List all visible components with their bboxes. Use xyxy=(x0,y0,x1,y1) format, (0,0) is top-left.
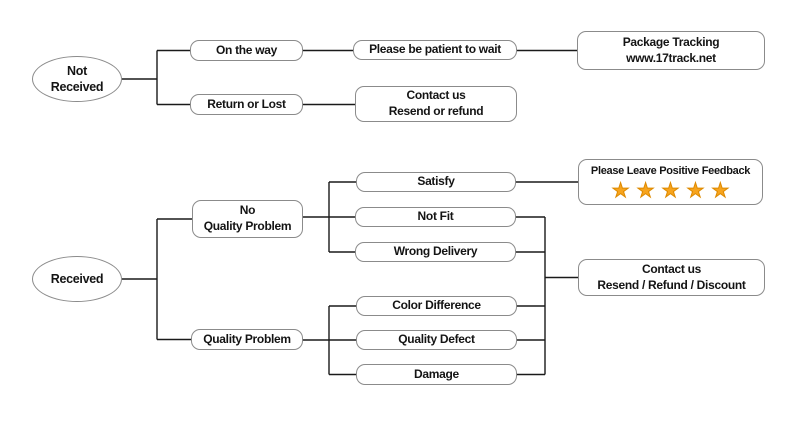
node-wrong-delivery: Wrong Delivery xyxy=(355,242,516,262)
node-please-be-patient: Please be patient to wait xyxy=(353,40,517,60)
node-return-or-lost: Return or Lost xyxy=(190,94,303,115)
star-icon: ★ xyxy=(611,177,637,202)
node-no-quality-problem: No Quality Problem xyxy=(192,200,303,238)
node-contact-resend-refund: Contact us Resend or refund xyxy=(355,86,517,122)
node-quality-problem: Quality Problem xyxy=(191,329,303,350)
star-icon: ★ xyxy=(686,177,712,202)
node-quality-defect: Quality Defect xyxy=(356,330,517,350)
node-package-tracking: Package Tracking www.17track.net xyxy=(577,31,765,70)
node-satisfy: Satisfy xyxy=(356,172,516,192)
node-not-fit: Not Fit xyxy=(355,207,516,227)
node-on-the-way: On the way xyxy=(190,40,303,61)
star-icon: ★ xyxy=(661,177,687,202)
star-rating: ★★★★★ xyxy=(611,177,737,202)
node-color-difference: Color Difference xyxy=(356,296,517,316)
node-damage: Damage xyxy=(356,364,517,385)
node-contact-resend-refund-discount: Contact us Resend / Refund / Discount xyxy=(578,259,765,296)
star-icon: ★ xyxy=(711,177,737,202)
node-not-received: Not Received xyxy=(32,56,122,102)
positive-feedback-label: Please Leave Positive Feedback xyxy=(590,165,751,178)
star-icon: ★ xyxy=(636,177,662,202)
node-received: Received xyxy=(32,256,122,302)
node-positive-feedback: Please Leave Positive Feedback ★★★★★ xyxy=(578,159,763,205)
